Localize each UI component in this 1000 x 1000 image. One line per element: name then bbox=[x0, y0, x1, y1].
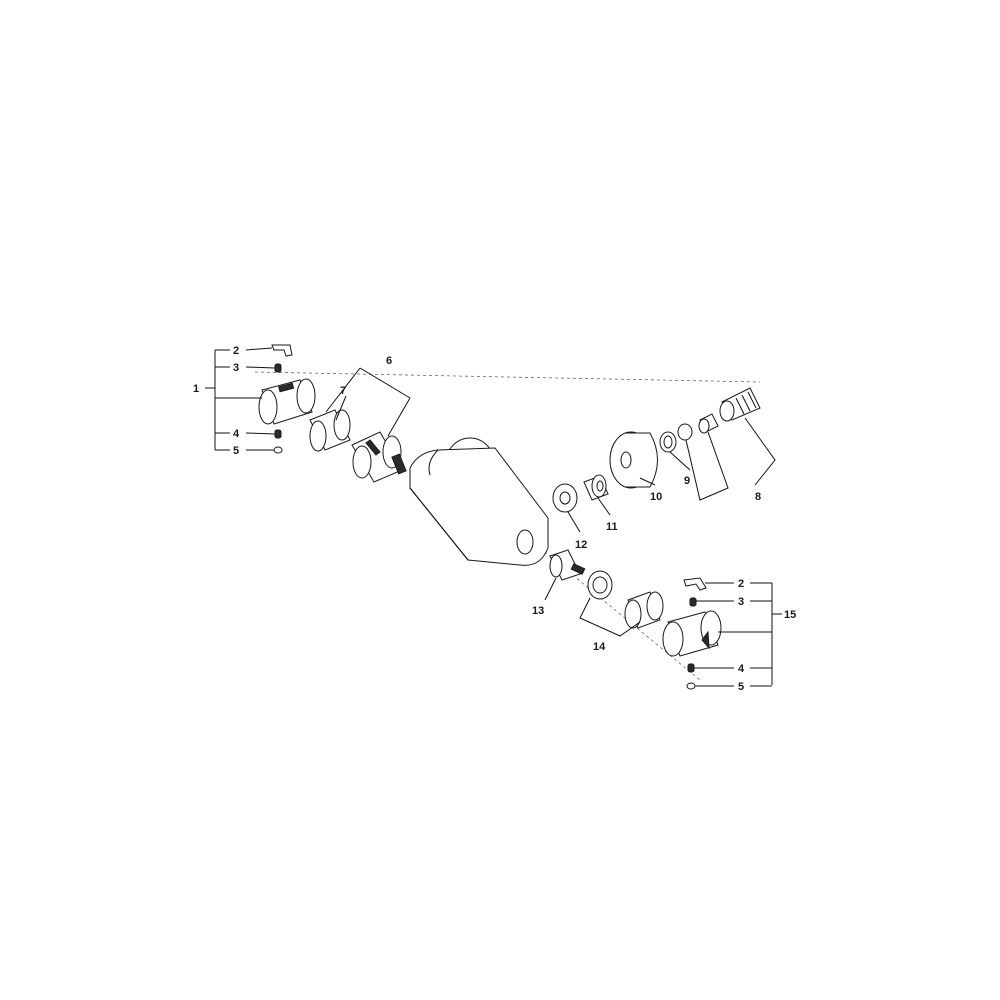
part-1-handle-left bbox=[258, 378, 316, 425]
part-13-flow-cartridge bbox=[549, 549, 586, 581]
valve-body bbox=[409, 437, 549, 566]
part-14-ring bbox=[587, 570, 613, 600]
label-3-left: 3 bbox=[233, 362, 239, 374]
part-5-screw-left bbox=[273, 446, 283, 454]
part-10-cover-rosette bbox=[609, 431, 658, 489]
part-8-eccentric-coupling bbox=[698, 413, 719, 434]
part-4-insert-right bbox=[687, 663, 695, 673]
part-8-washer bbox=[677, 423, 693, 441]
assembly-axis-upper bbox=[254, 371, 761, 383]
leader-lines-right-upper bbox=[567, 417, 776, 533]
label-3-right: 3 bbox=[738, 596, 744, 608]
label-14: 14 bbox=[593, 641, 606, 653]
label-10: 10 bbox=[650, 491, 662, 503]
label-4-left: 4 bbox=[233, 428, 240, 440]
label-2-left: 2 bbox=[233, 345, 239, 357]
label-8: 8 bbox=[755, 491, 761, 503]
part-8-threaded-connector bbox=[719, 387, 761, 422]
part-9-seal bbox=[659, 431, 677, 453]
label-15: 15 bbox=[784, 609, 796, 621]
part-2-lever-left bbox=[271, 344, 293, 357]
leader-lines-lower bbox=[544, 577, 641, 637]
part-14-adapter bbox=[624, 591, 664, 629]
part-7-adapter-ring bbox=[309, 409, 351, 452]
label-6: 6 bbox=[386, 355, 392, 367]
label-2-right: 2 bbox=[738, 578, 744, 590]
part-3-spring-right bbox=[689, 597, 697, 607]
part-4-insert-left bbox=[274, 429, 282, 439]
label-13: 13 bbox=[532, 605, 544, 617]
label-4-right: 4 bbox=[738, 663, 745, 675]
label-9: 9 bbox=[684, 475, 690, 487]
leader-lines-6-7 bbox=[325, 367, 411, 437]
label-5-left: 5 bbox=[233, 445, 239, 457]
label-11: 11 bbox=[606, 521, 618, 533]
leader-lines-left bbox=[205, 347, 276, 451]
part-5-screw-right bbox=[686, 682, 696, 690]
assembly-axis-lower bbox=[539, 547, 701, 681]
part-3-spring-left bbox=[274, 363, 282, 373]
label-7: 7 bbox=[340, 385, 346, 397]
part-6-thermostatic-cartridge bbox=[351, 431, 407, 483]
part-11-check-valve bbox=[583, 474, 609, 501]
part-12-nut bbox=[552, 483, 578, 513]
part-2-lever-right bbox=[683, 577, 707, 591]
label-12: 12 bbox=[575, 539, 587, 551]
label-5-right: 5 bbox=[738, 681, 744, 693]
part-15-handle-right bbox=[662, 610, 722, 657]
label-1: 1 bbox=[193, 383, 199, 395]
leader-lines-right bbox=[694, 582, 782, 687]
